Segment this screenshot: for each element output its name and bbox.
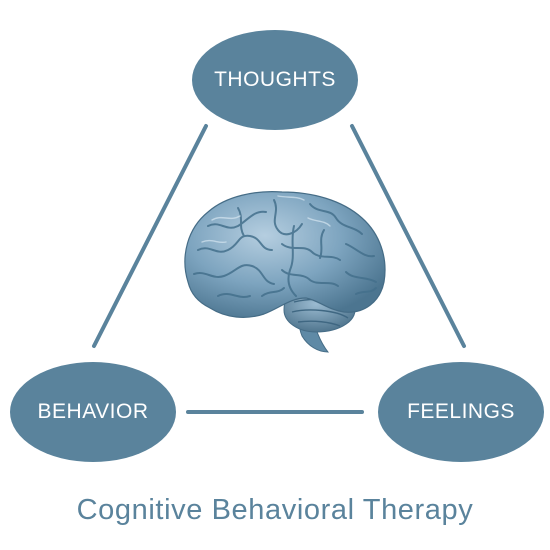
connector-thoughts-feelings (350, 124, 466, 348)
diagram-caption: Cognitive Behavioral Therapy (76, 494, 474, 526)
node-feelings-label: FEELINGS (407, 400, 515, 423)
node-thoughts: THOUGHTS (192, 30, 358, 130)
node-behavior-label: BEHAVIOR (37, 400, 149, 423)
brain-icon (184, 191, 386, 353)
node-thoughts-label: THOUGHTS (214, 68, 336, 91)
connector-thoughts-behavior (92, 124, 208, 348)
node-feelings: FEELINGS (378, 362, 544, 462)
node-behavior: BEHAVIOR (10, 362, 176, 462)
